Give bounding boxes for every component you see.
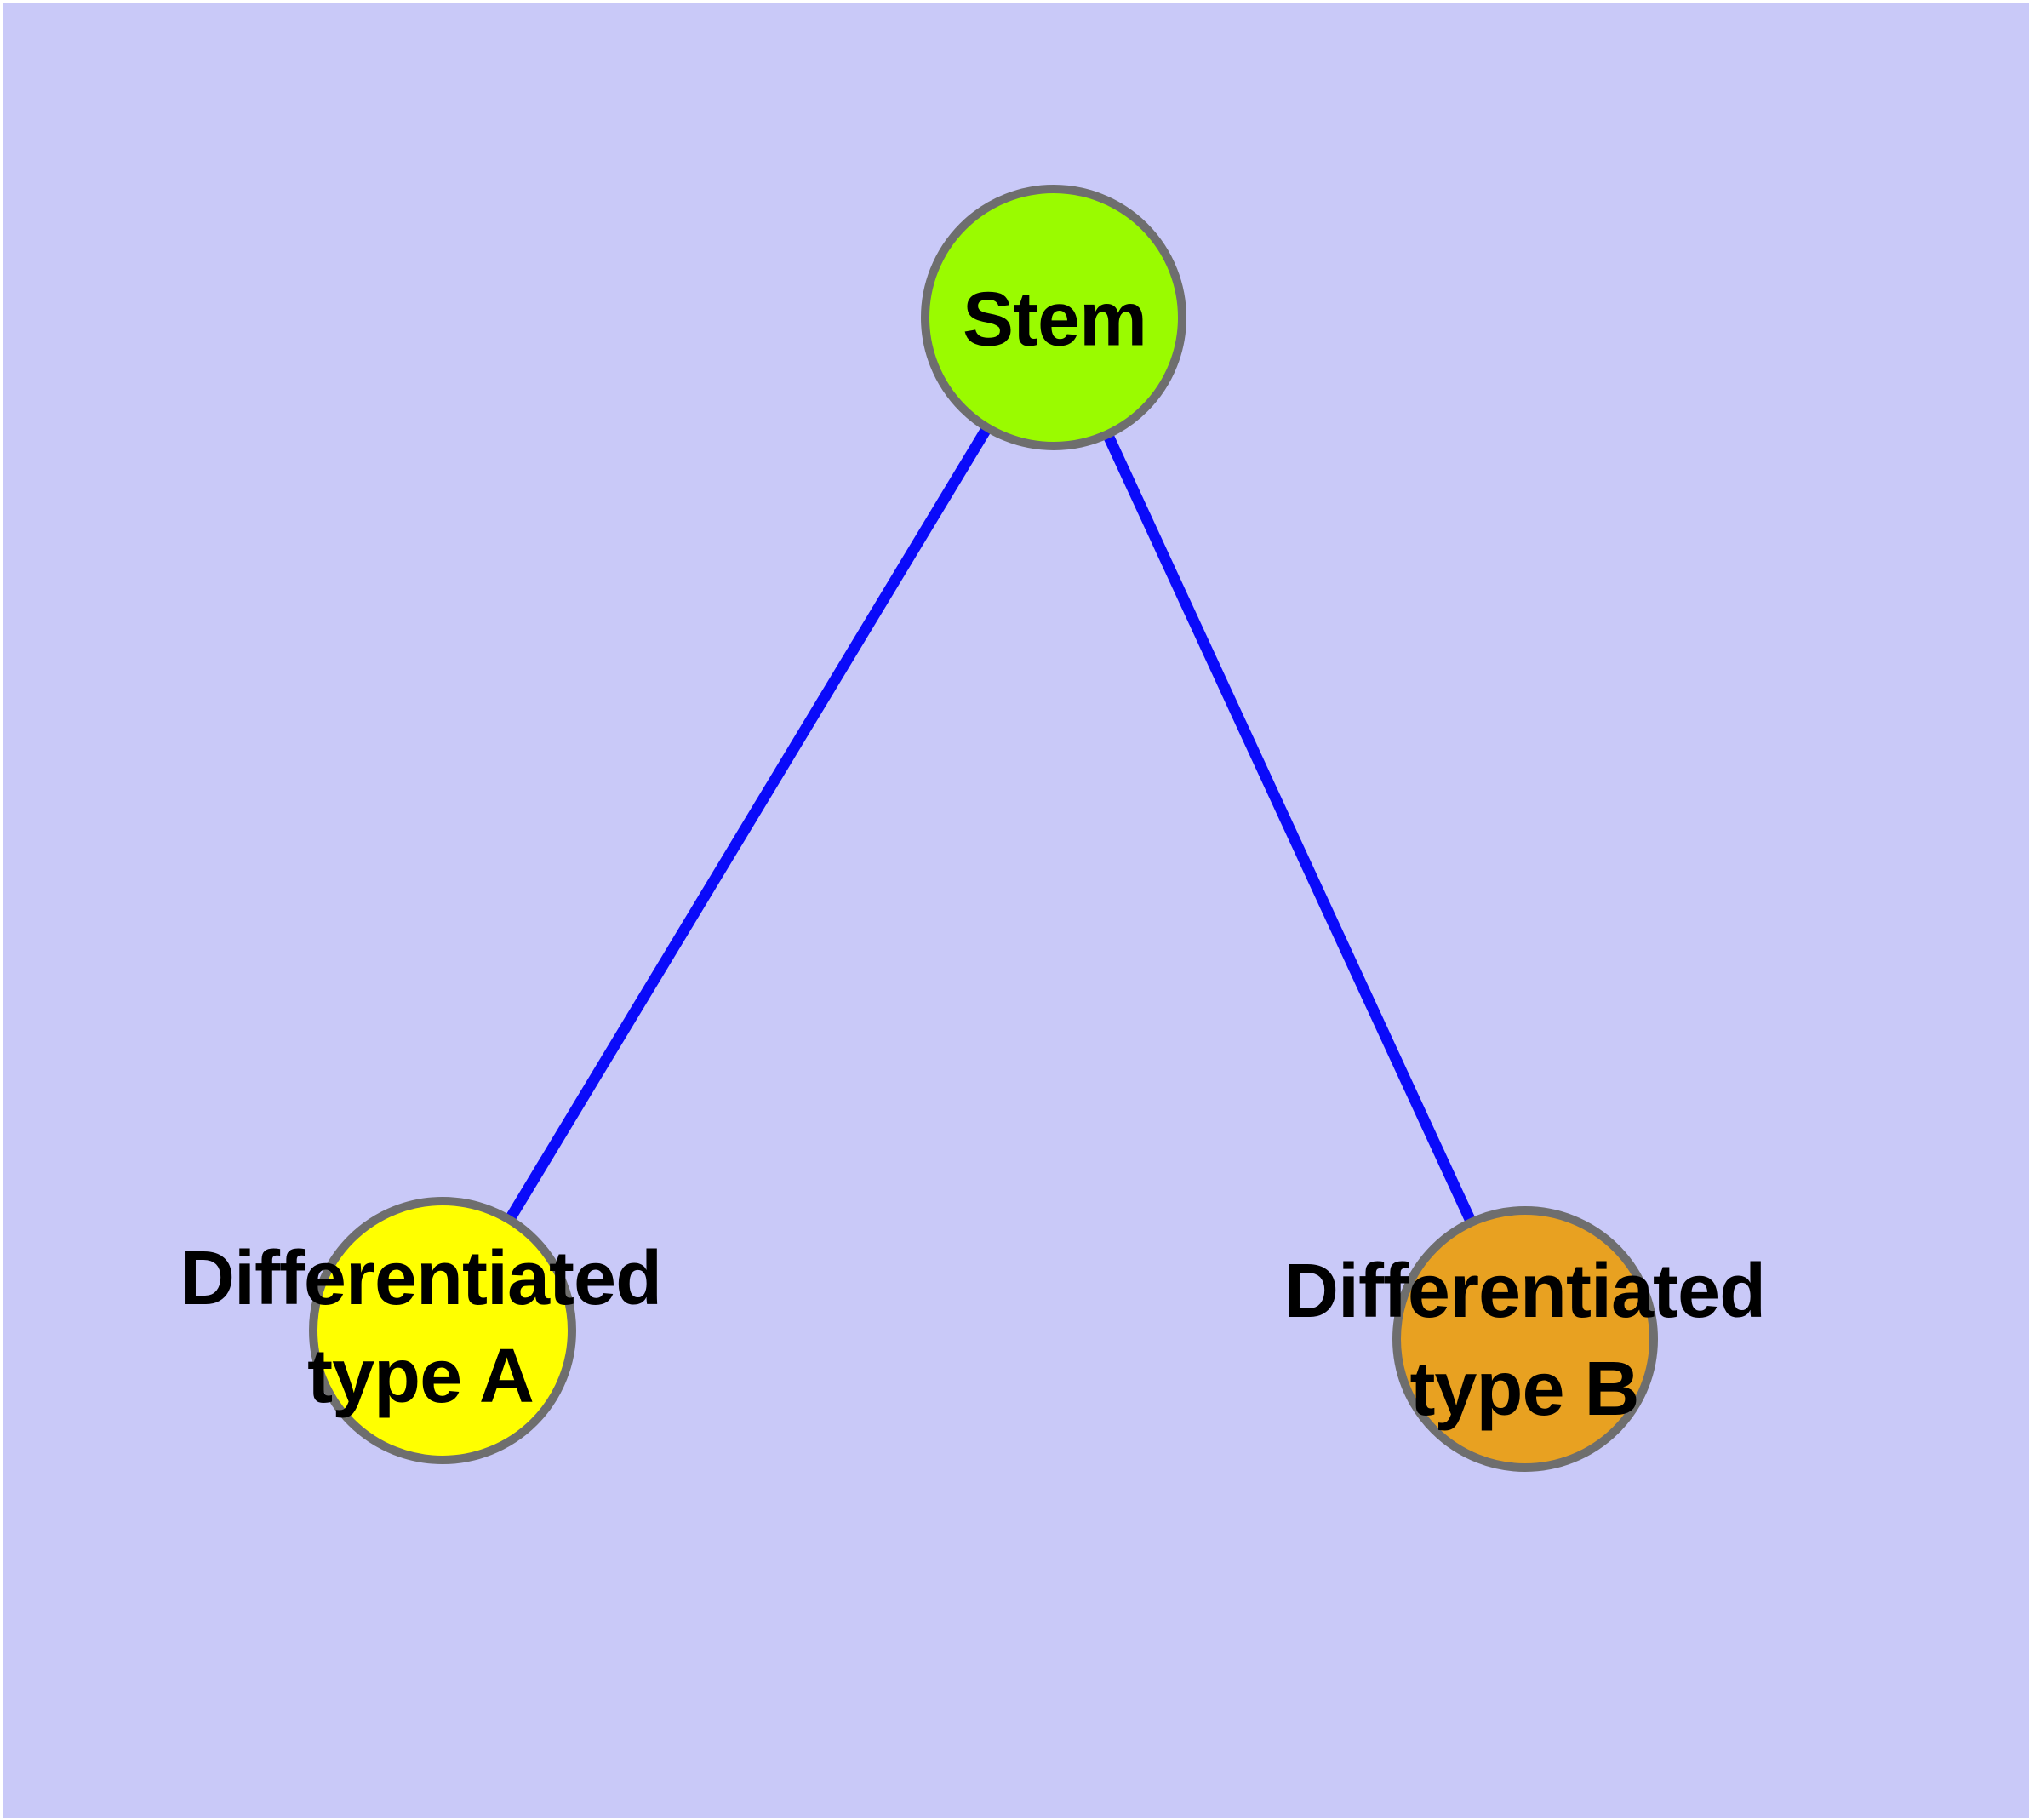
type-a-node-label: Differentiated type A bbox=[179, 1236, 662, 1419]
edge-stem-to-type-a bbox=[437, 314, 1059, 1334]
type-a-node-circle bbox=[309, 1197, 576, 1464]
type-b-node-label: Differentiated type B bbox=[1283, 1249, 1766, 1432]
type-b-node-circle bbox=[1392, 1206, 1658, 1472]
stem-node-circle bbox=[921, 185, 1186, 450]
edge-stem-to-type-b bbox=[1049, 315, 1530, 1342]
stem-node-label: Stem bbox=[962, 277, 1147, 363]
